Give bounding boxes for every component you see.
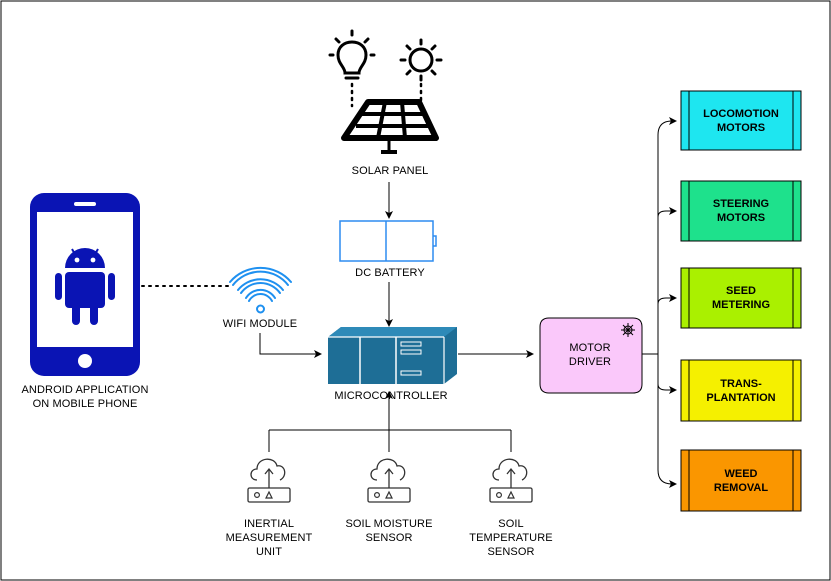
motor-driver-line-2: DRIVER (568, 356, 612, 368)
solar-panel-label: SOLAR PANEL (351, 165, 429, 177)
battery-label: DC BATTERY (355, 267, 425, 279)
settings-icon (621, 323, 635, 337)
sensor-label-soil-moisture: SOIL MOISTURE SENSOR (324, 517, 454, 545)
sensor-label-soil-temperature: SOIL TEMPERATURE SENSOR (451, 517, 571, 559)
output-box-weed-removal (680, 449, 802, 512)
sun-icon (399, 38, 443, 82)
solar-panel-icon (341, 99, 439, 154)
sensor-moisture-line-2: SENSOR (365, 532, 413, 544)
sensor-moisture-line-1: SOIL MOISTURE (345, 518, 433, 530)
output-bus (642, 120, 673, 485)
output-weed-line-1: WEED (724, 467, 758, 480)
output-label-transplantation: TRANS- PLANTATION (681, 360, 801, 421)
output-label-weed-removal: WEED REMOVAL (681, 450, 801, 511)
android-app-line-2: ON MOBILE PHONE (32, 398, 138, 410)
microcontroller-icon (328, 327, 457, 384)
output-seed-line-1: SEED (726, 285, 756, 297)
output-trans-line-2: PLANTATION (706, 391, 776, 404)
imu-sensor-icon (247, 458, 291, 503)
output-locomotion-line-1: LOCOMOTION (703, 107, 779, 120)
wifi-icon (229, 266, 292, 314)
wifi-module-label: WIFI MODULE (222, 318, 298, 330)
sensor-temperature-line-2: TEMPERATURE (469, 532, 553, 544)
sensor-bus (268, 429, 512, 452)
motor-driver-box (539, 317, 643, 394)
light-bulb-icon (328, 29, 376, 80)
battery-icon (339, 220, 437, 262)
android-robot-icon (55, 248, 115, 325)
sensor-imu-line-2: MEASUREMENT (225, 532, 313, 544)
output-boxes (680, 90, 802, 512)
output-steering-line-1: STEERING (712, 198, 770, 210)
output-box-locomotion (680, 90, 802, 151)
output-box-transplantation (680, 359, 802, 422)
microcontroller-label: MICROCONTROLLER (334, 390, 448, 402)
motor-driver-label: MOTOR DRIVER (540, 341, 640, 369)
output-arrows (657, 117, 677, 488)
android-app-line-1: ANDROID APPLICATION (21, 384, 149, 396)
sensor-temperature-line-3: SENSOR (487, 546, 535, 558)
arrow-wifi-to-mcu (259, 333, 322, 358)
output-seed-line-2: METERING (711, 299, 771, 311)
android-app-label: ANDROID APPLICATION ON MOBILE PHONE (5, 383, 165, 411)
motor-driver-line-1: MOTOR (569, 342, 611, 354)
sensor-temperature-line-1: SOIL (498, 518, 524, 530)
sensor-imu-line-3: UNIT (255, 546, 283, 558)
output-label-locomotion: LOCOMOTION MOTORS (681, 91, 801, 150)
output-steering-line-2: MOTORS (716, 212, 766, 224)
soil-moisture-sensor-icon (367, 458, 411, 503)
soil-temperature-sensor-icon (489, 458, 533, 503)
output-box-seed-metering (680, 267, 802, 329)
output-weed-line-2: REMOVAL (713, 481, 769, 494)
output-label-seed-metering: SEED METERING (681, 268, 801, 328)
sensor-label-imu: INERTIAL MEASUREMENT UNIT (209, 517, 329, 559)
output-locomotion-line-2: MOTORS (716, 121, 766, 134)
output-box-steering (680, 180, 802, 242)
output-trans-line-1: TRANS- (720, 377, 762, 390)
output-label-steering: STEERING MOTORS (681, 181, 801, 241)
sensor-imu-line-1: INERTIAL (243, 518, 295, 530)
